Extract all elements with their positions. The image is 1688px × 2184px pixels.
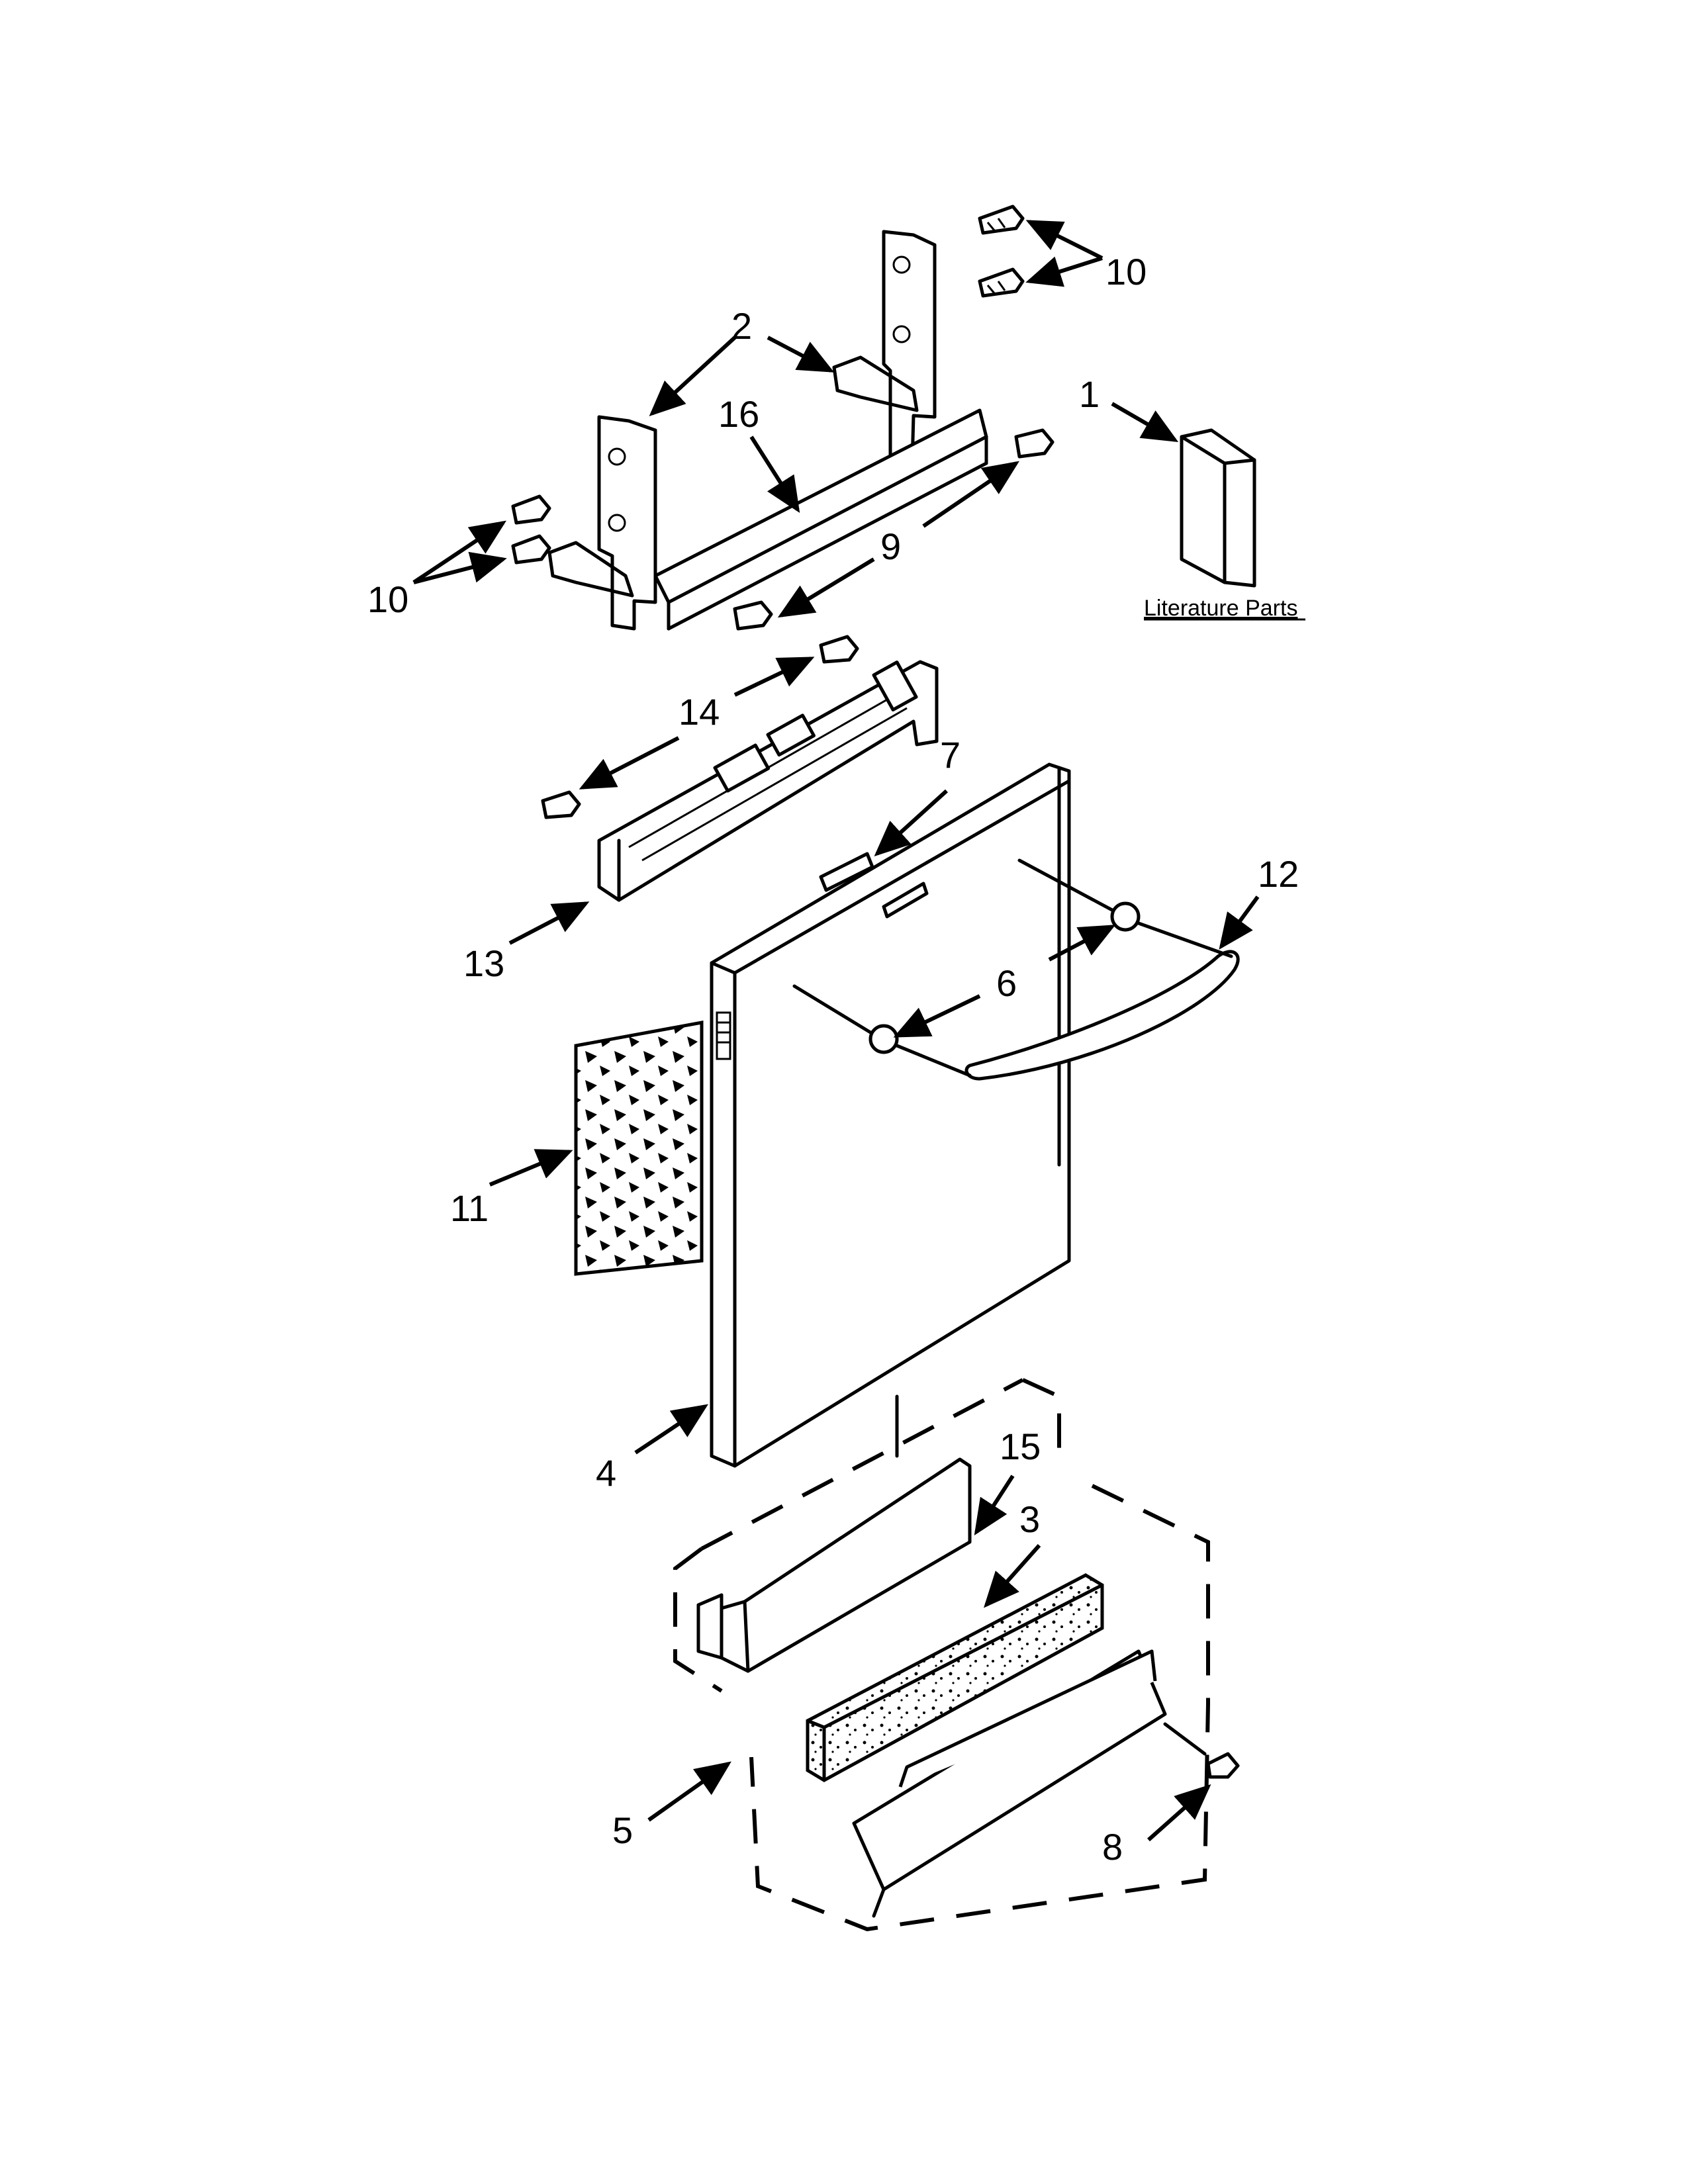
screw-part-10-top-2 — [978, 267, 1025, 298]
insulation-strip-part-3 — [806, 1573, 1104, 1782]
leader-4 — [634, 1404, 708, 1455]
callout-4: 4 — [596, 1452, 616, 1494]
callout-1: 1 — [1079, 373, 1100, 415]
leader-15 — [974, 1475, 1015, 1536]
callout-13: 13 — [463, 942, 504, 984]
leader-6-b — [893, 994, 981, 1038]
screw-part-10-left-2 — [511, 534, 551, 565]
badge-part-7 — [819, 852, 874, 892]
literature-booklet-part-1 — [1180, 428, 1256, 588]
insulation-mesh-part-11 — [574, 1020, 704, 1276]
leader-7 — [874, 789, 949, 857]
literature-parts-label: Literature Parts — [1144, 596, 1297, 621]
leader-10-left-a — [412, 520, 506, 584]
door-handle-part-12 — [964, 950, 1240, 1081]
screw-part-8 — [1163, 1722, 1240, 1779]
mounting-rail-part-16 — [653, 408, 988, 631]
leader-8 — [1147, 1784, 1211, 1842]
leader-2-a — [649, 336, 737, 417]
outer-door-panel-part-4 — [710, 762, 1071, 1468]
callout-12: 12 — [1258, 853, 1299, 895]
leader-9-a — [922, 461, 1019, 528]
callout-15: 15 — [1000, 1426, 1041, 1467]
callout-2: 2 — [731, 305, 752, 347]
callout-16: 16 — [718, 393, 759, 435]
mounting-bracket-right — [832, 230, 937, 465]
leader-13 — [508, 901, 590, 945]
callout-5: 5 — [612, 1809, 633, 1851]
screw-part-10-left — [511, 494, 551, 525]
toe-panel-part-5 — [852, 1649, 1167, 1918]
screw-part-14-top — [819, 635, 859, 664]
kit-group-part-5 — [749, 1484, 1210, 1932]
screw-part-9-right — [1014, 428, 1055, 459]
callout-10-left: 10 — [367, 578, 408, 620]
leader-5 — [647, 1761, 731, 1822]
callout-8: 8 — [1102, 1826, 1123, 1868]
grommet-part-6-left — [868, 1024, 899, 1054]
screw-part-10-top — [978, 205, 1025, 235]
callout-14: 14 — [679, 691, 720, 733]
leader-3 — [984, 1544, 1041, 1608]
callout-10-top: 10 — [1105, 251, 1147, 293]
leader-11 — [489, 1149, 573, 1187]
screw-part-14-bottom — [541, 790, 581, 819]
kick-plate-part-15 — [696, 1457, 972, 1673]
kit-group-part-15 — [673, 1378, 1061, 1693]
leader-10-left-b — [413, 551, 507, 584]
mounting-bracket-left — [547, 415, 657, 631]
callout-3: 3 — [1019, 1498, 1040, 1540]
leader-10-top-a — [1025, 220, 1103, 260]
leader-12 — [1219, 895, 1260, 950]
leader-1 — [1111, 402, 1179, 443]
leader-6-a — [1048, 925, 1116, 962]
callout-6: 6 — [996, 962, 1017, 1004]
leader-14-a — [733, 657, 815, 697]
leader-2-b — [767, 336, 835, 373]
grommet-part-6-right — [1110, 901, 1141, 932]
leader-9-b — [777, 557, 875, 618]
leader-14-b — [579, 736, 680, 790]
screw-part-9-left — [733, 600, 773, 631]
callout-9: 9 — [880, 525, 901, 567]
leader-16 — [749, 435, 800, 514]
control-panel-part-13 — [597, 660, 939, 902]
callout-7: 7 — [940, 734, 961, 776]
callout-11: 11 — [450, 1187, 489, 1229]
leader-10-top-b — [1025, 256, 1103, 287]
